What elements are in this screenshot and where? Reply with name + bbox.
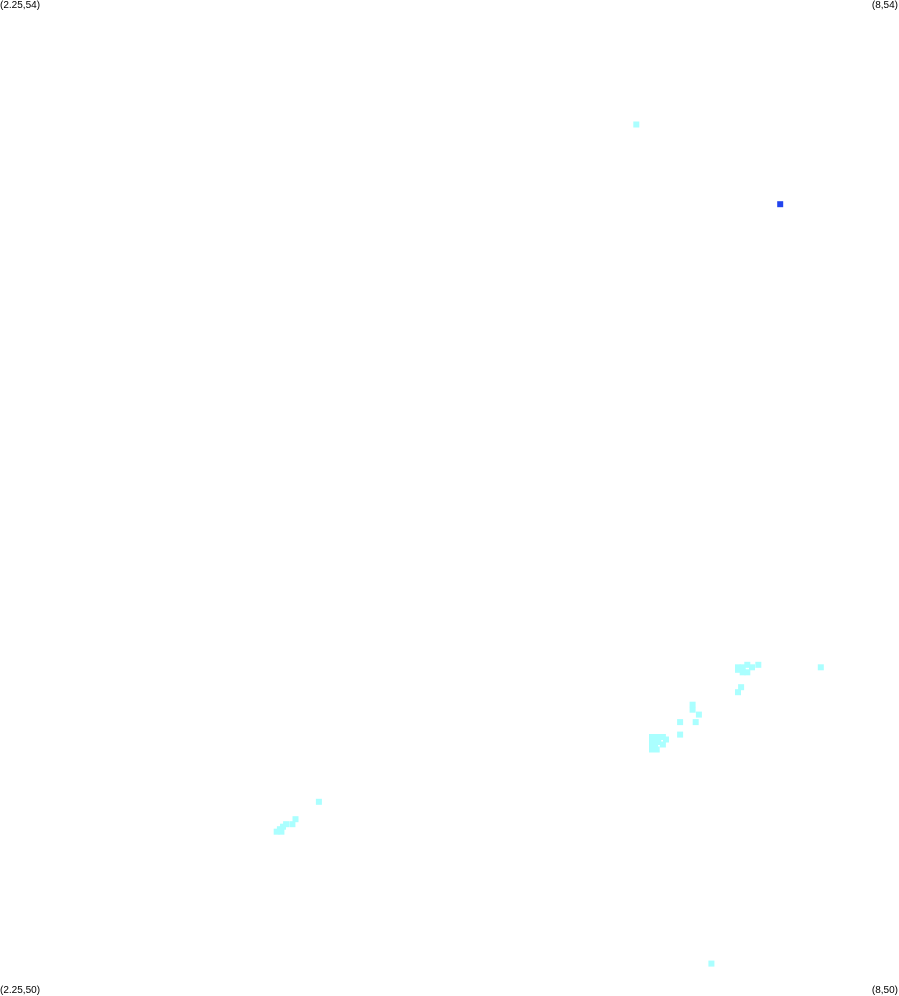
map-point — [655, 739, 662, 745]
map-point — [749, 664, 755, 671]
map-point — [663, 736, 669, 743]
map-point — [735, 689, 741, 696]
corner-label-top-right: (8,54) — [871, 0, 898, 11]
map-point — [739, 669, 746, 676]
map-point — [689, 701, 696, 708]
map-point — [633, 121, 640, 128]
map-point — [649, 734, 655, 740]
map-point — [738, 684, 745, 691]
map-point — [278, 828, 285, 835]
map-point — [777, 201, 784, 208]
map-point — [695, 711, 702, 718]
map-point — [273, 828, 280, 835]
map-point — [315, 798, 322, 805]
map-point — [735, 666, 741, 673]
map-point — [692, 719, 699, 726]
map-point — [817, 664, 824, 671]
corner-label-bottom-left: (2.25,50) — [0, 985, 41, 996]
points-layer — [273, 121, 824, 967]
map-point — [280, 823, 286, 830]
map-point — [653, 746, 660, 753]
map-point — [677, 719, 684, 726]
map-point — [652, 734, 659, 740]
map-point — [744, 669, 751, 676]
map-point — [655, 734, 662, 740]
map-point — [289, 821, 296, 828]
map-point — [708, 960, 715, 967]
corner-label-bottom-right: (8,50) — [871, 985, 898, 996]
map-point — [755, 661, 762, 668]
map-point — [689, 706, 696, 713]
map-point — [659, 741, 666, 748]
map-point — [652, 739, 659, 745]
map-point — [739, 664, 746, 671]
map-point — [744, 661, 751, 668]
map-point — [677, 731, 684, 738]
map-point — [283, 821, 290, 828]
map-point — [649, 739, 655, 745]
map-point — [292, 816, 299, 823]
map-point — [649, 746, 655, 753]
corner-label-top-left: (2.25,54) — [0, 0, 41, 11]
map-point — [659, 734, 666, 740]
